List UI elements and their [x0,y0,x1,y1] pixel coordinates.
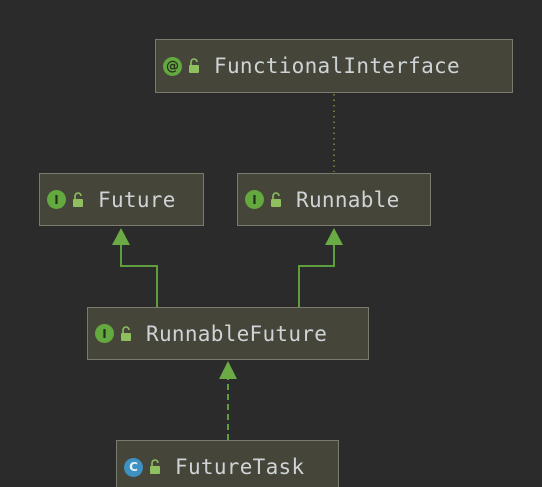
unlock-icon [73,191,83,207]
node-label: FutureTask [175,455,305,479]
arrowhead-future [112,228,130,245]
unlock-icon [271,191,281,207]
unlock-icon [121,325,131,341]
node-label: FunctionalInterface [214,54,460,78]
interface-badge-icon: I [47,190,66,209]
node-runnable[interactable]: I Runnable [237,173,431,226]
unlock-icon [189,58,199,73]
interface-badge-icon: I [245,190,264,209]
edge-runnablefuture-runnable [298,244,335,307]
edge-runnablefuture-future [120,244,158,307]
node-label: Future [98,187,176,212]
arrowhead-runnablefuture [219,361,237,379]
node-future[interactable]: I Future [39,173,204,226]
arrowhead-runnable [325,228,343,245]
node-runnable-future[interactable]: I RunnableFuture [87,307,369,360]
interface-badge-icon: I [95,324,114,343]
annotation-badge-icon: @ [163,56,182,76]
unlock-icon [150,459,160,474]
node-functional-interface[interactable]: @ FunctionalInterface [155,39,513,93]
node-future-task[interactable]: C FutureTask [116,440,339,487]
class-badge-icon: C [124,457,143,477]
node-label: Runnable [296,187,400,212]
node-label: RunnableFuture [146,321,328,346]
